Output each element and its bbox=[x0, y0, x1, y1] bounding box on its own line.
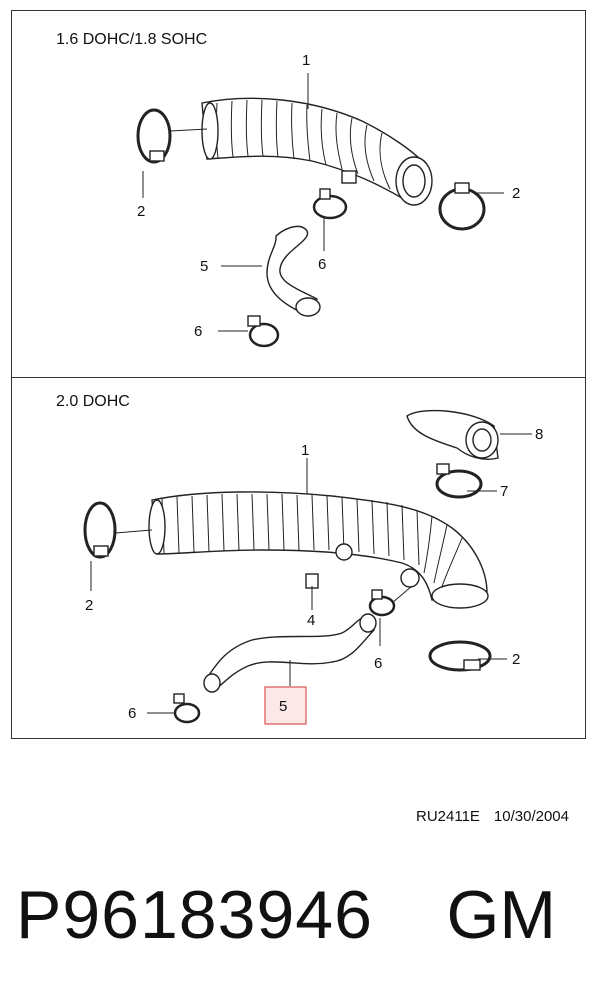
hose-clamp bbox=[136, 108, 172, 164]
brand-name: GM bbox=[446, 877, 556, 953]
callout-2: 2 bbox=[512, 651, 520, 668]
callout-6: 6 bbox=[194, 323, 202, 340]
air-intake-duct bbox=[201, 97, 423, 203]
callout-6: 6 bbox=[318, 256, 326, 273]
breather-hose bbox=[266, 225, 318, 317]
ref-code: RU2411E bbox=[415, 808, 480, 825]
part-number: P96183946 bbox=[16, 877, 373, 953]
bolt bbox=[305, 573, 319, 589]
callout-8: 8 bbox=[535, 426, 543, 443]
callout-2: 2 bbox=[85, 597, 93, 614]
callout-4: 4 bbox=[307, 612, 315, 629]
panel-title: 1.6 DOHC/1.8 SOHC bbox=[56, 31, 208, 48]
hose-clamp bbox=[83, 501, 117, 559]
hose-clamp bbox=[435, 469, 483, 499]
callout-5: 5 bbox=[200, 258, 208, 275]
callout-1: 1 bbox=[301, 442, 309, 459]
diagram-panel-2: 2.0 DOHC bbox=[11, 377, 586, 739]
diagram-panel-1: 1.6 DOHC/1.8 SOHC bbox=[11, 10, 586, 378]
ref-date: 10/30/2004 bbox=[493, 808, 569, 825]
callout-2: 2 bbox=[512, 185, 520, 202]
hose-assembly-diagram-1: 1 2 2 5 6 6 bbox=[136, 52, 520, 348]
diagram-reference: RU2411E 10/30/2004 bbox=[416, 808, 569, 825]
hose-clamp bbox=[248, 322, 280, 348]
hose-clamp bbox=[428, 640, 492, 672]
callout-1: 1 bbox=[302, 52, 310, 69]
panel-title: 2.0 DOHC bbox=[56, 393, 130, 410]
callout-6: 6 bbox=[374, 655, 382, 672]
callout-2: 2 bbox=[137, 203, 145, 220]
callout-7: 7 bbox=[500, 483, 508, 500]
hose-clamp bbox=[438, 187, 486, 231]
callout-5: 5 bbox=[279, 698, 287, 715]
hose-clamp bbox=[173, 702, 201, 724]
hose-clamp bbox=[368, 595, 396, 617]
callout-6: 6 bbox=[128, 705, 136, 722]
highlight-box bbox=[264, 686, 307, 725]
hose-assembly-diagram-2: 1 2 2 4 5 6 6 7 8 bbox=[83, 409, 543, 725]
air-intake-duct bbox=[151, 491, 488, 601]
